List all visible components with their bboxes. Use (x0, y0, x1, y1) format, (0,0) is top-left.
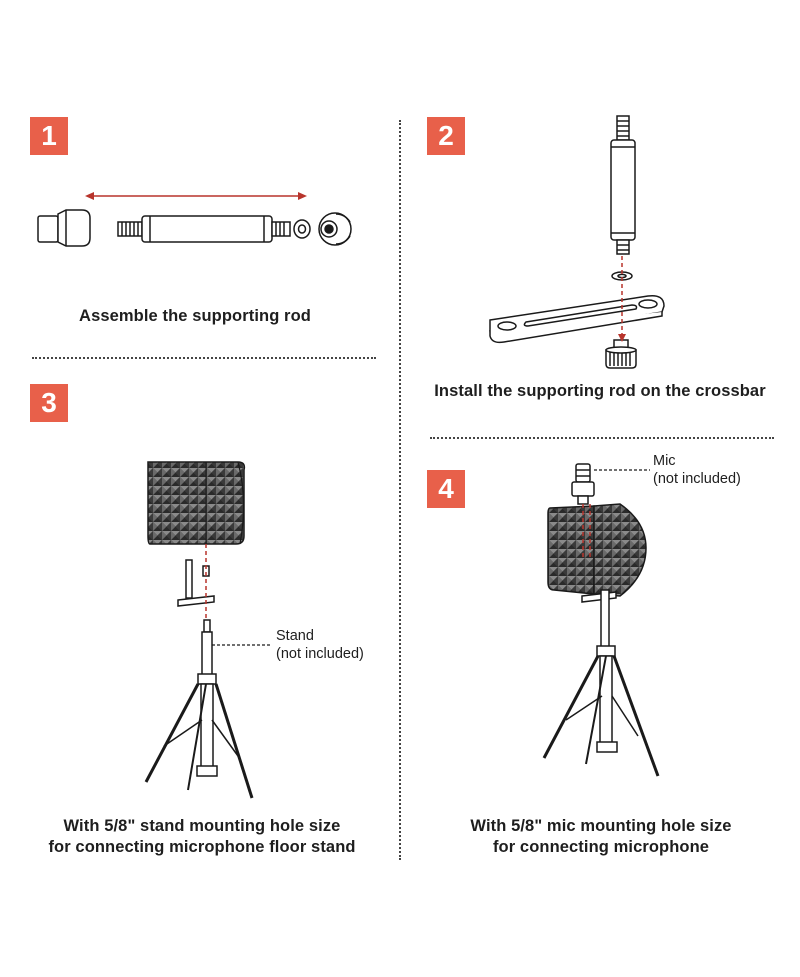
reflection-filter-panel (547, 503, 647, 597)
caption-line: for connecting microphone (492, 838, 710, 856)
caption-line: With 5/8" mic mounting hole size (470, 817, 732, 835)
caption-line: With 5/8" stand mounting hole size (63, 817, 341, 835)
stand-callout: Stand (not included) (276, 627, 364, 663)
step-3-caption: With 5/8" stand mounting hole size for c… (22, 816, 382, 858)
callout-note: (not included) (276, 646, 364, 662)
callout-title: Stand (276, 628, 314, 644)
adapter-sleeve (37, 209, 91, 247)
supporting-rod (117, 215, 291, 243)
step-4-badge: 4 (427, 470, 465, 508)
washer (293, 219, 311, 239)
step-3-badge: 3 (30, 384, 68, 422)
vertical-divider (399, 120, 401, 860)
divider-left (32, 357, 376, 359)
step-1-caption: Assemble the supporting rod (30, 306, 360, 327)
step-2-badge: 2 (427, 117, 465, 155)
assembly-direction-arrow (85, 192, 307, 200)
callout-title: Mic (653, 453, 676, 469)
caption-line: Install the supporting rod on the crossb… (434, 382, 766, 400)
divider-right (430, 437, 774, 439)
install-guide-line (618, 256, 626, 342)
supporting-rod-vertical (610, 115, 636, 255)
locking-knob (605, 339, 637, 369)
step-1-badge: 1 (30, 117, 68, 155)
caption-line: for connecting microphone floor stand (48, 838, 356, 856)
step-4-caption: With 5/8" mic mounting hole size for con… (420, 816, 782, 858)
crossbar (489, 294, 665, 344)
reflection-filter-panel (147, 461, 246, 545)
caption-line: Assemble the supporting rod (79, 307, 311, 325)
microphone (571, 463, 595, 505)
mic-mount-guide-line (582, 504, 591, 560)
locking-knob (318, 212, 352, 246)
callout-note: (not included) (653, 471, 741, 487)
floor-stand (542, 589, 660, 777)
mic-callout: Mic (not included) (653, 452, 741, 488)
step-2-caption: Install the supporting rod on the crossb… (420, 381, 780, 402)
floor-stand (144, 619, 254, 799)
